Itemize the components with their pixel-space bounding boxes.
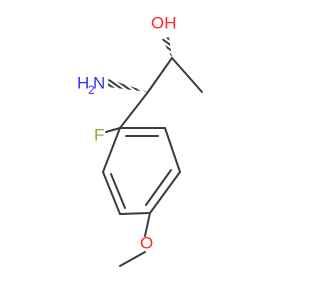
hydroxyl-label: OH (151, 13, 177, 32)
bond-c2-methyl (171, 57, 203, 93)
ring-bond-5 (164, 127, 181, 173)
ring-bond-4-inner (145, 169, 172, 206)
hashed-wedge-bond-hydroxyl (162, 37, 172, 58)
bond-ring-methoxy-o (144, 212, 151, 237)
ring-bond-2 (102, 171, 121, 215)
bond-ring-fluorine (105, 127, 121, 133)
amine-n-label: N (93, 73, 105, 92)
fluorine-label: F (94, 125, 104, 144)
amine-subscript-label: 2 (88, 83, 95, 97)
ring-bond-4 (149, 171, 181, 214)
molecule-structure: OH H N 2 F O (77, 13, 203, 267)
ring-bond-1 (102, 127, 121, 173)
hashed-wedge-bond-amine (108, 79, 148, 92)
bond-methoxy-o-methyl (119, 251, 146, 267)
bond-c1-ring (119, 91, 149, 129)
amine-h-label: H (77, 73, 89, 92)
ring-bond-2-inner (110, 173, 126, 209)
ring-bond-3 (119, 212, 151, 215)
bond-c1-c2 (147, 57, 173, 93)
methoxy-oxygen-label: O (140, 233, 153, 252)
